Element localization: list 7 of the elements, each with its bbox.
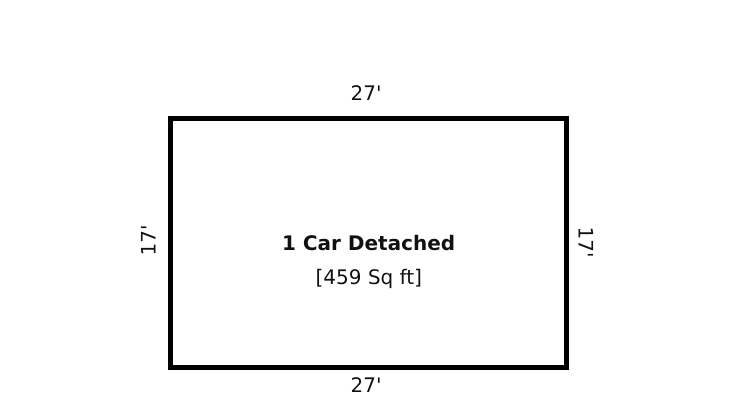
room-name: 1 Car Detached [282,231,456,255]
room-outline [168,116,569,370]
dimension-label: 17' [136,224,159,256]
dimension-label: 27' [350,82,382,104]
dimension-label: 27' [350,374,382,396]
room-area: [459 Sq ft] [316,265,422,289]
dimension-label: 17' [574,226,596,258]
